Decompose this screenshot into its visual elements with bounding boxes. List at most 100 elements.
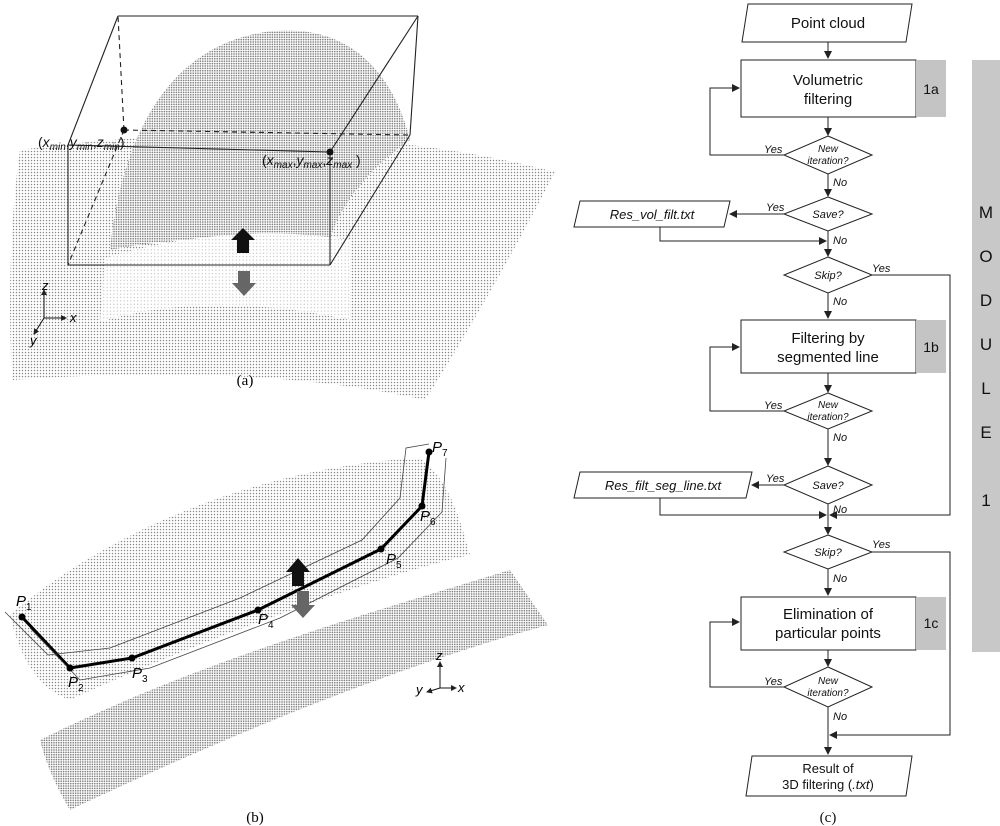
label-p6: P6 [420,508,436,528]
module-letter: D [980,291,992,310]
no-label-skip1: No [833,296,847,308]
axis-b-z-label: z [435,648,443,663]
module-bar [972,60,1000,652]
panel-c [573,3,1000,797]
caption-b: (b) [246,810,264,826]
point-p5 [377,545,385,553]
file-res-vol-filt [573,200,731,228]
caption-a: (a) [237,373,254,389]
panel-b: P1 P2 P3 P4 P5 P6 P7 z x y (b) [4,439,548,826]
yes-label-save2: Yes [766,473,785,485]
corner-max-label: (xmax,ymax,zmax ) [262,152,361,171]
new-iteration-2-line1: New [818,400,839,411]
panel-c-text: Point cloud Volumetric filtering 1a New … [605,15,993,826]
point-p2 [66,664,74,672]
yes-label-ni3: Yes [764,676,783,688]
module-letter: U [980,335,992,354]
down-arrow-icon [232,271,256,296]
step-1c-line2: particular points [775,625,881,642]
up-arrow-icon [286,558,310,586]
no-label-ni1: No [833,177,847,189]
label-p1: P1 [16,593,32,613]
axes-a [33,289,67,335]
module-letter: L [981,379,990,398]
step-1c-line1: Elimination of [783,606,874,623]
decision-new-iteration-1 [782,135,874,175]
save-2-label: Save? [812,480,844,492]
step-1b-tag-label: 1b [923,339,939,355]
axis-b-y-label: y [415,682,424,697]
step-1a-line1: Volumetric [793,72,864,89]
label-p2: P2 [68,674,84,694]
dome-a [110,30,410,250]
no-label-ni2: No [833,432,847,444]
start-label: Point cloud [791,15,865,32]
file-res-filt-seg-line-label: Res_filt_seg_line.txt [605,478,723,493]
module-letter: M [979,203,993,222]
segment-bound-lower [29,457,447,681]
label-p7: P7 [432,439,448,459]
corner-min-point [120,126,128,134]
yes-label-ni1: Yes [764,144,783,156]
decision-new-iteration-2 [782,392,874,430]
step-1a-box [740,59,917,118]
step-1b-box [740,319,917,374]
no-label-save2: No [833,504,847,516]
step-1a-tag [916,60,946,117]
corner-min-label: (xmin,ymin,zmin) [38,134,125,153]
step-1a-tag-label: 1a [923,81,939,97]
point-p3 [128,654,136,662]
new-iteration-1-line1: New [818,144,839,155]
panel-a: (xmin,ymin,zmin) (xmax,ymax,zmax ) z x y… [10,15,556,400]
no-label-save1: No [833,235,847,247]
axes-b [426,661,457,694]
up-arrow-icon [231,228,255,253]
dome-b [10,458,470,700]
file-res-filt-seg-line [573,471,753,499]
yes-label-ni2: Yes [764,400,783,412]
result-line2: 3D filtering (.txt) [782,777,874,792]
no-label-ni3: No [833,711,847,723]
axis-a-z-label: z [41,278,49,293]
removed-area-a [100,233,350,322]
start-node [741,3,913,43]
down-arrow-icon [291,591,315,618]
step-1c-box [740,596,917,651]
result-node [745,755,913,797]
module-letter: O [979,247,992,266]
result-line1: Result of [802,761,854,776]
label-p3: P3 [132,665,148,685]
file-res-vol-filt-label: Res_vol_filt.txt [610,207,696,222]
label-p4: P4 [258,611,274,631]
label-p5: P5 [386,551,402,571]
skip-1-label: Skip? [814,270,842,282]
step-1b-tag [916,320,946,373]
axis-a-x-label: x [69,310,77,325]
point-p6 [418,502,426,510]
point-p4 [254,606,262,614]
surface-band-b [40,570,548,810]
bounding-box [67,15,419,266]
step-1a-line2: filtering [804,91,852,108]
caption-c: (c) [820,810,837,826]
module-letter: 1 [981,491,990,510]
new-iteration-1-line2: iteration? [807,156,849,167]
step-1c-tag [916,597,946,650]
yes-label-skip1: Yes [872,263,891,275]
new-iteration-3-line1: New [818,676,839,687]
yes-label-save1: Yes [766,202,785,214]
point-p7 [425,448,433,456]
yes-label-skip2: Yes [872,539,891,551]
step-1b-line2: segmented line [777,349,879,366]
no-label-skip2: No [833,573,847,585]
new-iteration-3-line2: iteration? [807,688,849,699]
decision-new-iteration-3 [782,666,874,708]
step-1c-tag-label: 1c [924,615,939,631]
point-p1 [18,613,26,621]
module-label: M O D U L E 1 [979,203,993,510]
module-letter: E [980,423,991,442]
save-1-label: Save? [812,209,844,221]
axis-a-y-label: y [29,333,38,348]
corner-max-point [326,148,334,156]
